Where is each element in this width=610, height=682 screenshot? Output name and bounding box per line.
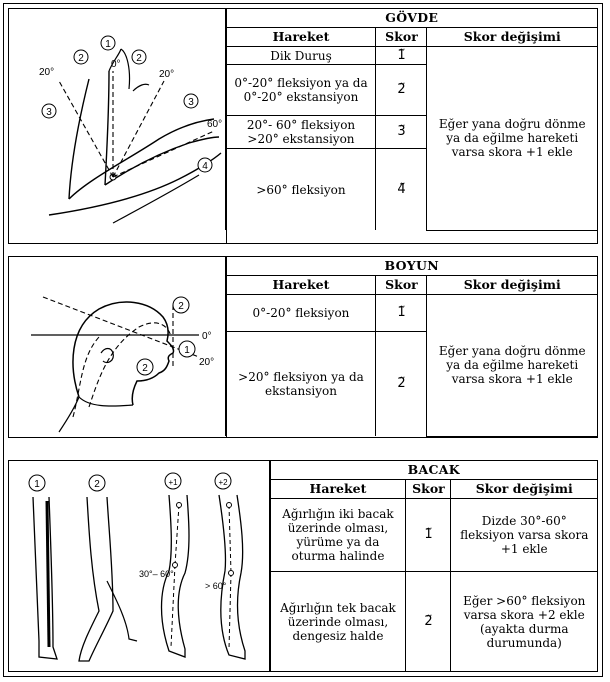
- boyun-table: BOYUN Hareket Skor Skor değişimi 0°-20° …: [225, 257, 597, 437]
- bacak-modifier-1: Dizde 30°-60° fleksiyon varsa skora +1 e…: [450, 498, 597, 572]
- boyun-label-2b: 2: [142, 363, 148, 374]
- bacak-label-plus2: +2: [218, 478, 228, 487]
- govde-row-4-score: 4̃: [375, 148, 427, 230]
- govde-label-2a: 2: [78, 53, 84, 64]
- boyun-panel: 2 1 2 0° 20° BOYUN Hareket Skor Skor değ…: [8, 256, 598, 438]
- govde-angle-60: 60°: [207, 119, 222, 130]
- boyun-figure: 2 1 2 0° 20°: [9, 257, 227, 437]
- neck-flexion-illustration: 2 1 2 0° 20°: [31, 296, 214, 433]
- bacak-label-2: 2: [94, 479, 100, 490]
- govde-label-3a: 3: [46, 107, 52, 118]
- bacak-figure: 1 2 +1 +2 30°– 60° > 60°: [9, 461, 271, 671]
- trunk-flexion-illustration: 1 2 2 3 3 4 20° 0° 20° 60°: [39, 35, 222, 224]
- govde-modifier: Eğer yana doğru dönme ya da eğilme harek…: [426, 46, 597, 231]
- govde-table: GÖVDE Hareket Skor Skor değişimi Dik Dur…: [225, 9, 597, 231]
- boyun-modifier: Eğer yana doğru dönme ya da eğilme harek…: [426, 294, 597, 437]
- bacak-panel: 1 2 +1 +2 30°– 60° > 60° BACAK Hareket S…: [8, 460, 598, 672]
- boyun-label-1: 1: [184, 345, 190, 356]
- bacak-modifier-2: Eğer >60° fleksiyon varsa skora +2 ekle …: [450, 571, 597, 672]
- govde-row-1-score: 1̃: [375, 46, 428, 65]
- boyun-row-2-score: 2̃: [375, 331, 427, 436]
- govde-row-1-movement: Dik Duruş: [225, 46, 377, 65]
- bacak-table: BACAK Hareket Skor Skor değişimi Ağırlığ…: [269, 461, 597, 672]
- govde-row-2-movement: 0°-20° fleksiyon ya da 0°-20° ekstansiyo…: [225, 64, 377, 116]
- govde-header-modifier: Skor değişimi: [426, 27, 597, 47]
- govde-header-movement: Hareket: [225, 27, 377, 47]
- govde-header-score: Skor: [375, 27, 428, 47]
- boyun-label-2a: 2: [178, 301, 184, 312]
- boyun-header-score: Skor: [375, 275, 428, 295]
- bacak-header-modifier: Skor değişimi: [450, 479, 597, 499]
- boyun-row-1-movement: 0°-20° fleksiyon: [225, 294, 377, 332]
- bacak-angle-60: > 60°: [205, 581, 227, 591]
- govde-title: GÖVDE: [225, 9, 597, 28]
- bacak-label-1: 1: [34, 479, 40, 490]
- bacak-header-score: Skor: [405, 479, 452, 499]
- govde-label-1: 1: [105, 39, 111, 50]
- govde-angle-20-left: 20°: [39, 67, 54, 78]
- bacak-row-1-score: 1̃: [405, 498, 452, 572]
- boyun-angle-0: 0°: [202, 331, 212, 342]
- bacak-row-1-movement: Ağırlığın iki bacak üzerinde olması, yür…: [269, 498, 407, 572]
- govde-row-3-score: 3̃: [375, 115, 427, 149]
- page-frame: 1 2 2 3 3 4 20° 0° 20° 60° GÖVDE Hareket…: [3, 3, 603, 677]
- bacak-title: BACAK: [269, 461, 597, 480]
- govde-row-2-score: 2̃: [375, 64, 427, 116]
- bacak-label-plus1: +1: [168, 478, 178, 487]
- govde-row-4-movement: >60° fleksiyon: [225, 148, 377, 230]
- bacak-angle-30-60: 30°– 60°: [139, 569, 174, 579]
- bacak-row-2-score: 2̃: [405, 571, 452, 672]
- bacak-row-2-movement: Ağırlığın tek bacak üzerinde olması, den…: [269, 571, 407, 672]
- govde-figure: 1 2 2 3 3 4 20° 0° 20° 60°: [9, 9, 227, 243]
- boyun-angle-20: 20°: [199, 357, 214, 368]
- govde-label-4: 4: [202, 161, 208, 172]
- boyun-row-2-movement: >20° fleksiyon ya da ekstansiyon: [225, 331, 377, 436]
- boyun-title: BOYUN: [225, 257, 597, 276]
- govde-angle-20-right: 20°: [159, 69, 174, 80]
- leg-flexion-illustration: 1 2 +1 +2 30°– 60° > 60°: [28, 472, 246, 662]
- govde-angle-0: 0°: [111, 59, 121, 70]
- govde-row-3-movement: 20°- 60° fleksiyon >20° ekstansiyon: [225, 115, 377, 149]
- govde-label-2b: 2: [136, 53, 142, 64]
- boyun-header-modifier: Skor değişimi: [426, 275, 597, 295]
- boyun-row-1-score: 1̃: [375, 294, 428, 332]
- govde-label-3b: 3: [188, 97, 194, 108]
- govde-panel: 1 2 2 3 3 4 20° 0° 20° 60° GÖVDE Hareket…: [8, 8, 598, 244]
- bacak-header-movement: Hareket: [269, 479, 407, 499]
- boyun-header-movement: Hareket: [225, 275, 377, 295]
